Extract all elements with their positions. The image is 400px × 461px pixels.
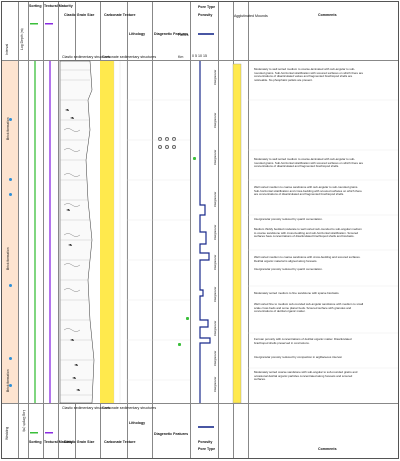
header-textural-maturity: Textural Maturity — [44, 4, 73, 8]
comment: Moderately to well sorted medium to coar… — [254, 67, 364, 82]
header-carbonate-structures: Carbonate sedimentary structures — [102, 55, 157, 59]
header-bottom-line — [2, 60, 398, 61]
footer-pore-type: Pore Type — [198, 447, 216, 451]
sample-dot — [9, 118, 12, 121]
col-sep — [190, 2, 191, 458]
footer-sorting: Sorting — [29, 440, 42, 444]
shell-fragments — [65, 109, 80, 391]
footer-lithology: Lithology — [129, 421, 146, 425]
comment: Well sorted medium to coarse sandstone w… — [254, 255, 361, 263]
comment: Moderately sorted medium to fine sandsto… — [254, 291, 340, 295]
interval-band — [2, 61, 18, 403]
footer-carbonate-structures: Carbonate sedimentary structures — [102, 406, 157, 410]
footer-comments: Comments — [318, 447, 337, 451]
maturity-bar-top — [45, 23, 53, 25]
col-sep — [28, 2, 29, 458]
header-top-misc: Km — [178, 55, 184, 59]
diagenetic-symbol — [165, 145, 169, 149]
col-sep — [18, 2, 19, 458]
header-comments: Comments — [318, 13, 337, 17]
header-clastic-grain-size: Clastic Grain Size — [64, 13, 95, 17]
marker-green — [186, 317, 189, 320]
sample-dot — [9, 284, 12, 287]
comment: Intergranular porosity reduced by quartz… — [254, 267, 323, 271]
maturity-bar-bottom — [45, 432, 53, 434]
footer-clastic-structures: Clastic sedimentary structures — [62, 406, 111, 410]
header-agglutinated: Agglutinated Mounds — [234, 14, 268, 18]
diagenetic-symbol — [158, 145, 162, 149]
sample-dot — [9, 357, 12, 360]
col-sep — [43, 2, 44, 458]
agglutinated-outline — [232, 63, 242, 404]
grain-hatch — [60, 69, 94, 396]
footer-porosity: Porosity — [198, 440, 213, 444]
header-porosity: Porosity — [198, 13, 213, 17]
cross-bedding — [63, 128, 81, 332]
porosity-curve — [199, 61, 211, 403]
comment: Well sorted medium to coarse sandstone w… — [254, 185, 362, 196]
comment: Moderately to well sorted medium to coar… — [254, 157, 364, 168]
comment: Well sorted fine to medium sub-rounded s… — [254, 302, 364, 313]
header-diagenetic: Diagenetic Features — [154, 32, 189, 36]
header-pore-type: Pore Type — [198, 5, 216, 9]
comment: Medium thickly bedded moderate to well s… — [254, 227, 362, 238]
col-sep — [248, 2, 249, 458]
row-dividers — [127, 99, 398, 381]
col-sep — [218, 2, 219, 458]
diagenetic-symbol — [172, 137, 176, 141]
header-clastic-structures: Clastic sedimentary structures — [62, 55, 111, 59]
marker-green — [193, 157, 196, 160]
header-carbonate-texture: Carbonate Texture — [104, 13, 136, 17]
marker-green — [178, 343, 181, 346]
header-facies: Facies — [178, 33, 189, 37]
comment: Intergranular porosity reduced by compac… — [254, 355, 343, 359]
header-sorting: Sorting — [29, 4, 42, 8]
comment: Moderately sorted coarse sandstone with … — [254, 370, 358, 381]
footer-top-line — [2, 403, 398, 404]
sample-dot — [9, 178, 12, 181]
lithology-grid — [113, 61, 128, 403]
lithology-track — [100, 61, 114, 403]
header-lithology: Lithology — [129, 32, 146, 36]
diagenetic-symbol — [172, 145, 176, 149]
diagenetic-symbol — [165, 137, 169, 141]
col-sep — [152, 2, 153, 458]
sorting-bar-bottom — [30, 432, 38, 434]
footer-diagenetic: Diagenetic Features — [154, 432, 189, 436]
sample-dot — [9, 384, 12, 387]
footer-textural-maturity: Textural Maturity — [44, 440, 73, 444]
footer-carbonate-texture: Carbonate Texture — [104, 440, 136, 444]
col-sep — [58, 2, 59, 458]
footer-clastic-grain-size: Clastic Grain Size — [64, 440, 95, 444]
header-depth-scale: 0 5 10 15 — [192, 54, 207, 58]
sorting-bar-top — [30, 23, 38, 25]
col-sep — [127, 2, 128, 458]
comment: Intergranular porosity reduced by quartz… — [254, 217, 323, 221]
comment: Ferroan porosity with concentrations of … — [254, 337, 352, 345]
agglutinated-track — [233, 64, 241, 403]
grain-size-body — [59, 60, 95, 404]
sample-dot — [9, 193, 12, 196]
diagenetic-symbol — [158, 137, 162, 141]
